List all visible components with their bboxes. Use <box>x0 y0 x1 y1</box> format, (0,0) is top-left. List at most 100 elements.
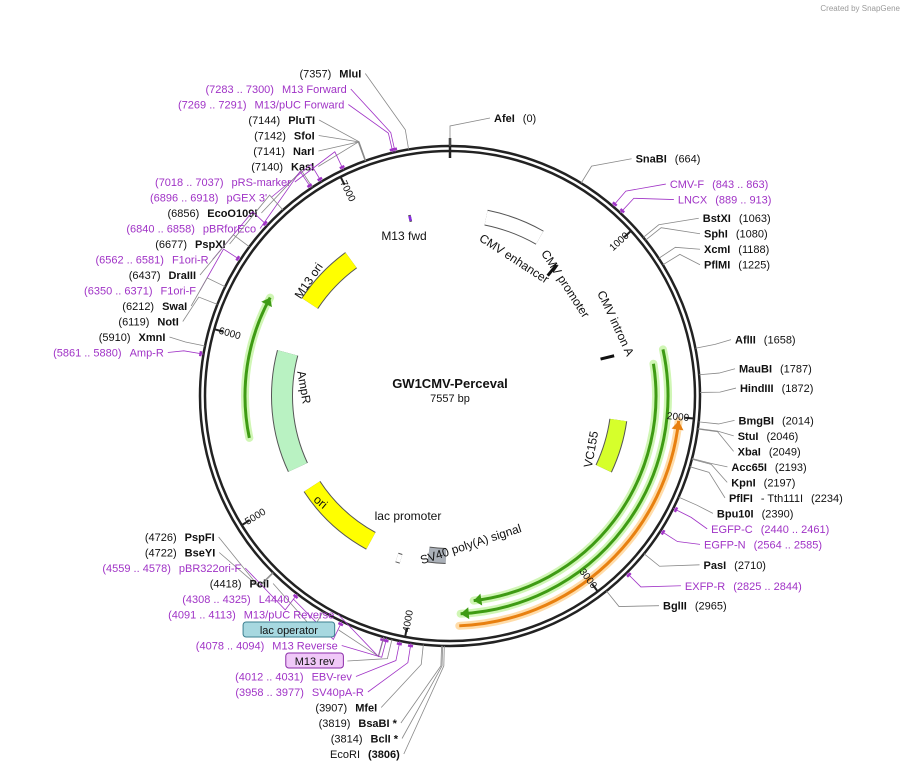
feature-cmv-promoter-mark <box>546 263 558 277</box>
site-pbr322ori-f-label: (4559 .. 4578)pBR322ori-F <box>102 563 241 575</box>
site-pcii-text-b: PciI <box>250 579 270 591</box>
site-pbr322ori-f-text-b: pBR322ori-F <box>179 563 242 575</box>
site-f1ori-r-mark <box>262 220 268 227</box>
site-mfei-text-b: MfeI <box>355 703 377 715</box>
site-prs-marker-text-b: pRS-marker <box>232 177 292 189</box>
tick-mark-3000 <box>591 583 599 593</box>
site-pflfi-text-c: (2234) <box>811 493 843 505</box>
site-maubi-text-a: MauBI <box>739 364 772 376</box>
tick-label-2000: 2000 <box>666 411 690 424</box>
site-xbai-label: XbaI(2049) <box>738 446 801 458</box>
site-pflmi-label: PflMI(1225) <box>704 260 770 272</box>
feature-cmv-intron-a-mark <box>600 354 615 361</box>
green-orf-arrow-3 <box>243 296 272 439</box>
site-bmgbi-text-b: (2014) <box>782 415 814 427</box>
site-nari-label: (7141)NarI <box>253 146 314 158</box>
site-ecoo109i-leader <box>261 169 313 214</box>
site-amp-r-text-b: Amp-R <box>130 347 164 359</box>
site-pflfi-text-b: - Tth111I <box>761 493 803 505</box>
site-sfoi-leader <box>318 135 366 161</box>
site-bcli-label: (3814)BclI * <box>331 734 399 746</box>
feature-cmv-promoter-label: CMV promoter <box>538 247 592 320</box>
tick-mark-6000 <box>214 328 224 333</box>
site-pgex-3-leader <box>270 163 322 198</box>
site-ebv-rev-text-b: EBV-rev <box>312 672 353 684</box>
feature-cmv-intron-a-label: CMV intron A <box>594 288 637 358</box>
site-acc65i-text-b: (2193) <box>775 462 807 474</box>
site-2564-2585-label: EGFP-N(2564 .. 2585) <box>704 539 822 551</box>
site-bstxi-leader <box>643 217 699 238</box>
site-snabi-label: SnaBI (664) <box>636 154 701 166</box>
feature-lac-promoter-label: lac promoter <box>375 509 442 523</box>
site-m13-puc-reverse-label: (4091 .. 4113)M13/pUC Reverse <box>168 610 334 622</box>
site-kpni-leader <box>691 458 728 483</box>
site-bseyi-text-b: BseYI <box>185 548 216 560</box>
site-aflii-text-b: (1658) <box>764 335 796 347</box>
site-pspfi-label: (4726)PspFI <box>145 532 215 544</box>
site-pspfi-text-a: (4726) <box>145 532 177 544</box>
site-pcii-label: (4418)PciI <box>210 579 269 591</box>
site-3806-text-b: (3806) <box>368 749 400 761</box>
site-m13-rev-leader <box>347 639 393 662</box>
site-acc65i-text-a: Acc65I <box>731 462 766 474</box>
site-mfei-label: (3907)MfeI <box>315 703 377 715</box>
site-l4440-leader <box>293 598 343 641</box>
site-bcli-text-b: BclI * <box>371 734 399 746</box>
site-snabi-text-a: SnaBI <box>636 154 667 166</box>
site-amp-r-text-a: (5861 .. 5880) <box>53 347 122 359</box>
site-f1ori-r-label: (6562 .. 6581)F1ori-R <box>95 254 208 266</box>
site-f1ori-f-label: (6350 .. 6371)F1ori-F <box>84 285 196 297</box>
site-l4440-label: (4308 .. 4325)L4440 <box>182 594 289 606</box>
site-m13-forward-label: (7283 .. 7300) M13 Forward <box>205 84 346 96</box>
site-bpu10i-text-b: (2390) <box>762 508 794 520</box>
green-orf-arrow-2 <box>473 363 658 603</box>
site-xcmi-text-a: XcmI <box>704 244 730 256</box>
site-ecoo109i-text-b: EcoO109I <box>207 208 257 220</box>
site-ebv-rev-mark <box>396 642 403 646</box>
site-2564-2585-mark <box>660 529 666 536</box>
site-bpu10i-leader <box>678 496 714 514</box>
site-swai-text-b: SwaI <box>162 301 187 313</box>
site-889-913-mark <box>619 208 625 214</box>
site-pbrforeco-text-b: pBRforEco <box>203 223 256 235</box>
site-noti-text-b: NotI <box>157 316 178 328</box>
feature-m13-fwd-label: M13 fwd <box>381 229 426 243</box>
site-pasi-leader <box>643 553 700 567</box>
site-3806-label: EcoRI(3806) <box>330 749 400 761</box>
site-bmgbi-text-a: BmgBI <box>739 415 774 427</box>
site-stui-text-b: (2046) <box>766 431 798 443</box>
site-ebv-rev-label: (4012 .. 4031)EBV-rev <box>235 672 352 684</box>
site-889-913-text-a: LNCX <box>678 195 708 207</box>
site-snabi-text-b: (664) <box>675 154 701 166</box>
site-l4440-text-a: (4308 .. 4325) <box>182 594 251 606</box>
site-sv40pa-r-text-b: SV40pA-R <box>312 687 364 699</box>
site-f1ori-f-text-b: F1ori-F <box>161 285 197 297</box>
site-swai-text-a: (6212) <box>122 301 154 313</box>
site-m13-forward-text-a: (7283 .. 7300) <box>205 84 274 96</box>
site-pluti-text-b: PluTI <box>288 115 315 127</box>
site-pasi-text-b: (2710) <box>734 560 766 572</box>
site-amp-r-mark <box>198 350 203 357</box>
site-sv40pa-r-text-a: (3958 .. 3977) <box>235 687 304 699</box>
site-bsabi-label: (3819)BsaBI * <box>319 718 398 730</box>
site-ecoo109i-text-a: (6856) <box>167 208 199 220</box>
site-bseyi-label: (4722)BseYI <box>145 548 215 560</box>
site-pluti-label: (7144)PluTI <box>248 115 315 127</box>
site-843-863-text-b: (843 .. 863) <box>712 179 768 191</box>
site-pspxi-label: (6677)PspXI <box>155 239 225 251</box>
site-prs-marker-mark <box>339 164 345 170</box>
tick-mark-4000 <box>404 627 408 638</box>
site-pflfi-text-a: PflFI <box>729 493 753 505</box>
site-amp-r-leader <box>167 350 204 355</box>
site-2440-2461-text-b: (2440 .. 2461) <box>761 524 830 536</box>
site-pspxi-text-b: PspXI <box>195 239 226 251</box>
feature-sv40-poly-a-signal-body <box>427 547 447 563</box>
site-swai-leader <box>190 277 226 307</box>
site-bsabi-text-b: BsaBI * <box>358 718 397 730</box>
site-kpni-label: KpnI(2197) <box>731 477 795 489</box>
tick-label-4000: 4000 <box>401 609 416 633</box>
site-mlui-leader <box>364 73 410 150</box>
site-afei-label: AfeI(0) <box>494 113 536 125</box>
site-m13-forward-text-b: M13 Forward <box>282 84 347 96</box>
